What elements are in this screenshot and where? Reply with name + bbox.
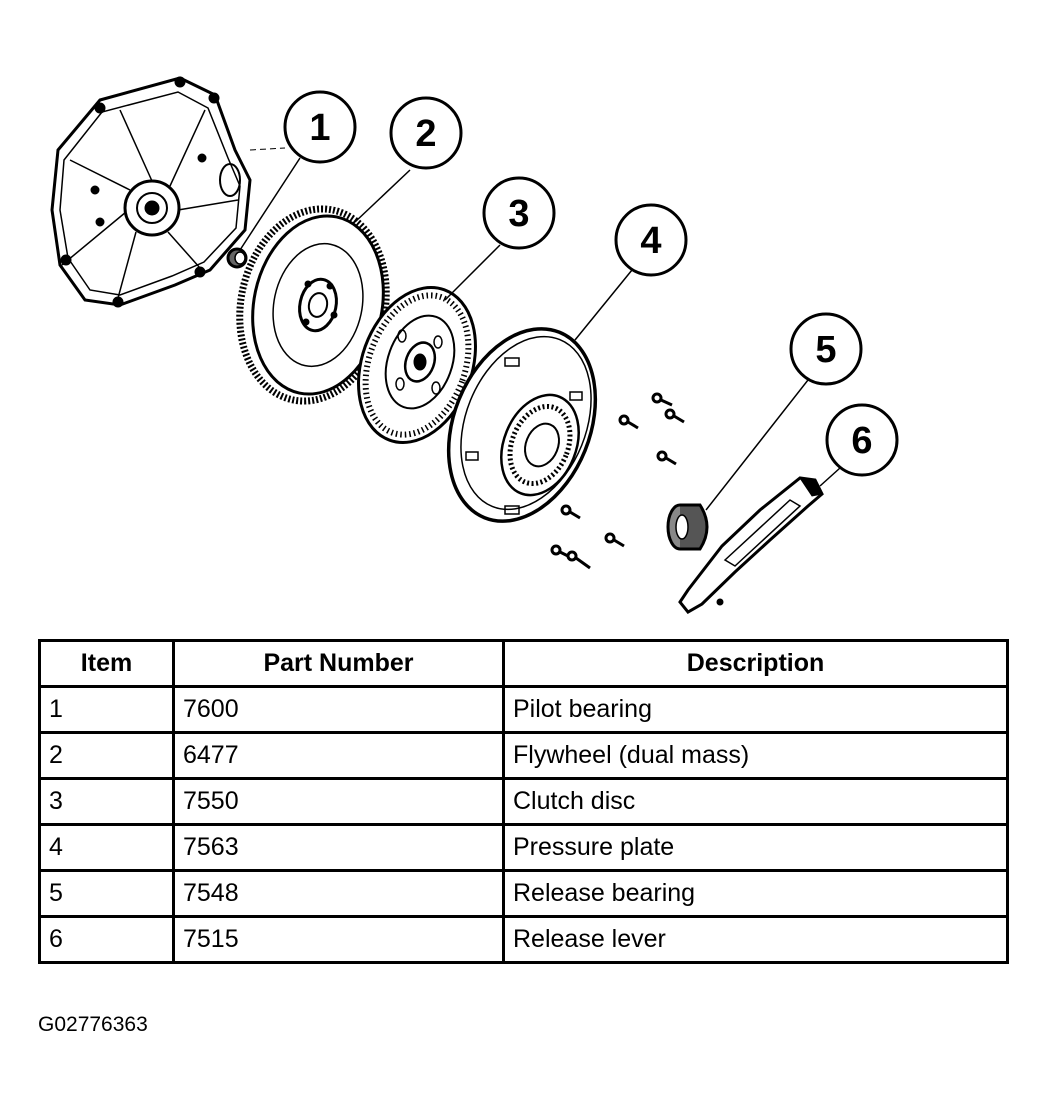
clutch-disc (357, 286, 477, 444)
cell-description: Release bearing (502, 869, 1009, 918)
callout-5-label: 5 (815, 329, 836, 371)
release-lever (678, 476, 824, 614)
bolt (664, 408, 685, 424)
callout-3: 3 (482, 176, 556, 250)
table-row: 2 6477 Flywheel (dual mass) (38, 731, 1009, 780)
release-bearing (666, 503, 709, 551)
cell-part-number: 7563 (172, 823, 505, 872)
table-row: 1 7600 Pilot bearing (38, 685, 1009, 734)
table-row: 4 7563 Pressure plate (38, 823, 1009, 872)
table-row: 3 7550 Clutch disc (38, 777, 1009, 826)
clutch-exploded-view: 1 2 3 4 5 6 (50, 76, 899, 614)
callout-4-label: 4 (640, 220, 661, 262)
bolt (651, 392, 673, 407)
cell-item: 1 (38, 685, 175, 734)
table-header-row: Item Part Number Description (38, 639, 1009, 688)
engine-plate (50, 76, 286, 308)
header-part-number: Part Number (172, 639, 505, 688)
cell-item: 4 (38, 823, 175, 872)
header-item: Item (38, 639, 175, 688)
callout-6-label: 6 (851, 420, 872, 462)
callout-4: 4 (614, 203, 688, 277)
callouts: 1 2 3 4 5 6 (283, 90, 899, 477)
callout-5: 5 (789, 312, 863, 386)
pressure-plate (446, 327, 598, 523)
cell-part-number: 6477 (172, 731, 505, 780)
callout-1: 1 (283, 90, 357, 164)
cell-part-number: 7548 (172, 869, 505, 918)
table-row: 5 7548 Release bearing (38, 869, 1009, 918)
bolt (604, 532, 625, 548)
flywheel (236, 205, 390, 405)
cell-part-number: 7600 (172, 685, 505, 734)
cell-part-number: 7550 (172, 777, 505, 826)
callout-3-label: 3 (508, 193, 529, 235)
figure-id: G02776363 (38, 1013, 148, 1036)
parts-table: Item Part Number Description 1 7600 Pilo… (38, 639, 1009, 964)
callout-2: 2 (389, 96, 463, 170)
callout-2-label: 2 (415, 113, 436, 155)
cell-description: Clutch disc (502, 777, 1009, 826)
bolt (560, 504, 581, 520)
cell-part-number: 7515 (172, 915, 505, 964)
callout-1-label: 1 (309, 107, 330, 149)
pilot-bearing (226, 247, 248, 269)
cell-description: Release lever (502, 915, 1009, 964)
cell-item: 2 (38, 731, 175, 780)
cell-item: 6 (38, 915, 175, 964)
table-row: 6 7515 Release lever (38, 915, 1009, 964)
callout-6: 6 (825, 403, 899, 477)
cell-item: 5 (38, 869, 175, 918)
bolt (566, 550, 591, 570)
leader-lines (239, 157, 841, 511)
cell-description: Pilot bearing (502, 685, 1009, 734)
bolt (618, 414, 639, 430)
cell-item: 3 (38, 777, 175, 826)
bolt (656, 450, 677, 466)
cell-description: Pressure plate (502, 823, 1009, 872)
cell-description: Flywheel (dual mass) (502, 731, 1009, 780)
bolts (550, 392, 685, 570)
header-description: Description (502, 639, 1009, 688)
